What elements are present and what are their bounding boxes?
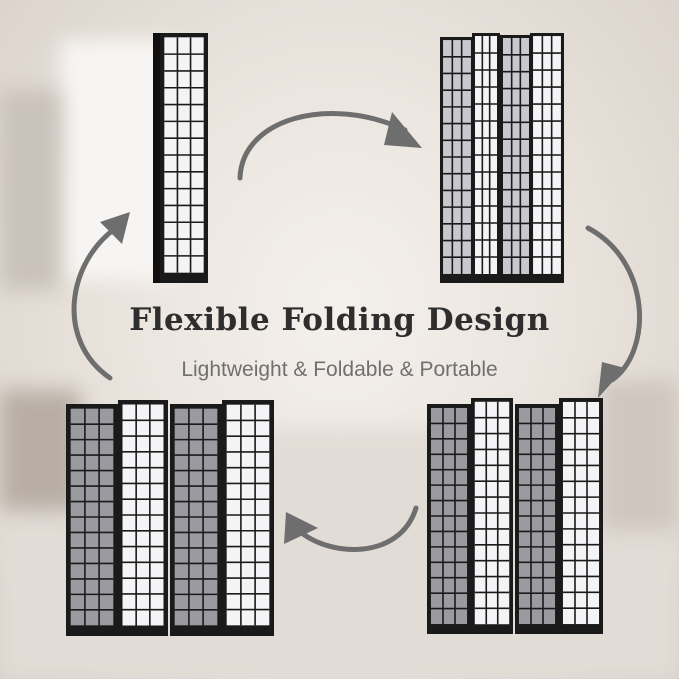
- panel-foot: [427, 626, 471, 634]
- screen-panel: [427, 404, 471, 634]
- subline: Lightweight & Foldable & Portable: [181, 358, 498, 381]
- panel-foot: [118, 628, 168, 636]
- screen-panel: [515, 404, 559, 634]
- panel-foot: [440, 275, 474, 283]
- curved-arrow-icon: [71, 225, 119, 381]
- screen-panel: [222, 400, 274, 636]
- panel-foot: [471, 626, 513, 634]
- curved-arrow-icon: [100, 212, 130, 244]
- unfolding-screen: [427, 398, 603, 634]
- partly-folded-screen: [440, 33, 564, 283]
- curved-arrow-icon: [585, 225, 642, 383]
- panel-foot: [66, 628, 118, 636]
- screen-panel: [559, 398, 603, 634]
- panel-foot: [170, 628, 222, 636]
- curved-arrow-icon: [384, 112, 422, 148]
- screen-panel: [471, 398, 513, 634]
- headline: Flexible Folding Design: [129, 302, 550, 338]
- screen-panel: [118, 400, 168, 636]
- background-cabinet: [600, 380, 679, 530]
- screen-panel: [66, 404, 118, 636]
- panel-foot: [222, 628, 274, 636]
- panel-foot: [500, 275, 532, 283]
- screen-panel: [500, 35, 532, 283]
- panel-foot: [559, 626, 603, 634]
- open-screen: [66, 400, 274, 636]
- screen-panel: [472, 33, 500, 283]
- curved-arrow-icon: [237, 111, 408, 181]
- screen-panel: [530, 33, 564, 283]
- screen-panel: [170, 404, 222, 636]
- panel-foot: [472, 275, 500, 283]
- panel-foot: [515, 626, 559, 634]
- curved-arrow-icon: [598, 362, 625, 398]
- panel-edge: [153, 33, 163, 283]
- background-shelf: [0, 90, 60, 290]
- panel-foot: [160, 275, 208, 283]
- folded-screen: [153, 33, 208, 283]
- screen-panel: [440, 37, 474, 283]
- curved-arrow-icon: [284, 512, 318, 544]
- curved-arrow-icon: [295, 505, 419, 552]
- panel-foot: [530, 275, 564, 283]
- screen-panel: [160, 33, 208, 283]
